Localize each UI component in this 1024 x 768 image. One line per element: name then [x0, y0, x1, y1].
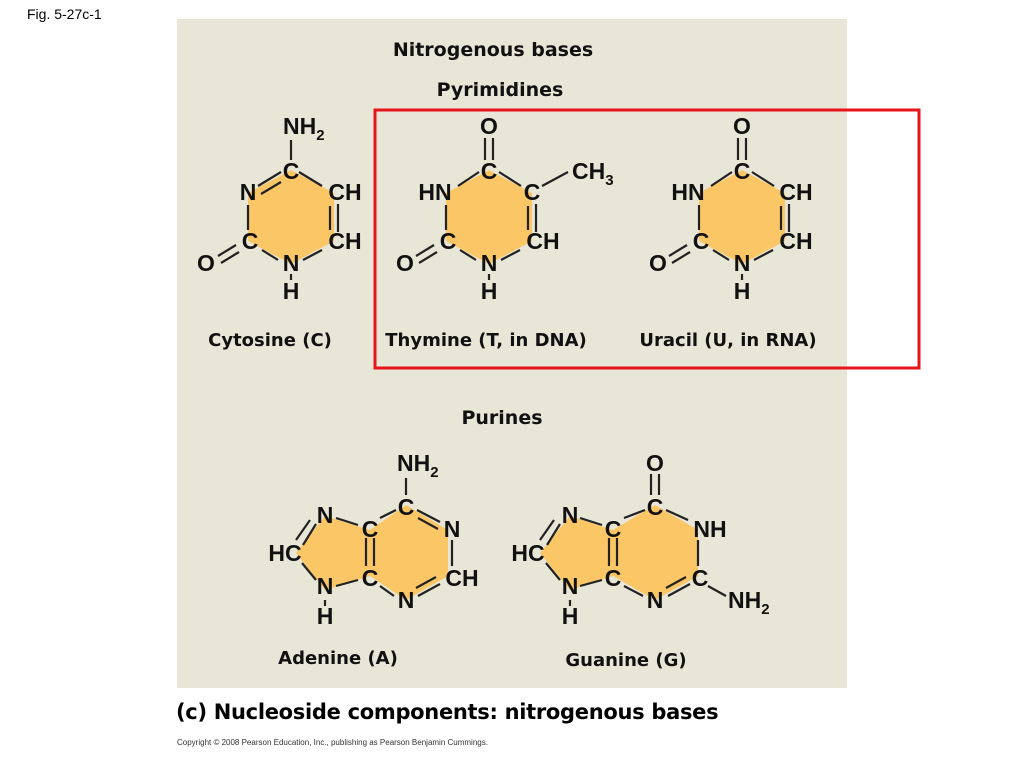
svg-text:C: C [692, 565, 709, 591]
guanine-five-ring [540, 516, 613, 590]
adenine-six-ring [370, 505, 448, 600]
svg-text:HC: HC [511, 540, 544, 566]
thymine-methyl: CH3 [572, 158, 614, 189]
cytosine-molecule: NH2 C N CH CH C O N H [197, 113, 362, 304]
adenine-five-ring [296, 516, 370, 590]
svg-text:C: C [362, 565, 379, 591]
svg-text:C: C [362, 516, 379, 542]
svg-text:C: C [647, 494, 664, 520]
cytosine-amine: NH2 [283, 113, 325, 144]
adenine-name: Adenine (A) [278, 648, 398, 669]
svg-text:CH: CH [779, 228, 812, 254]
svg-text:C: C [605, 565, 622, 591]
copyright-notice: Copyright © 2008 Pearson Education, Inc.… [177, 738, 488, 747]
svg-text:O: O [646, 450, 664, 476]
svg-text:N: N [444, 516, 461, 542]
svg-text:HN: HN [671, 179, 704, 205]
thymine-ring [446, 170, 532, 264]
svg-text:C: C [734, 158, 751, 184]
svg-text:CH: CH [328, 228, 361, 254]
svg-text:NH: NH [693, 516, 726, 542]
svg-text:N: N [562, 573, 579, 599]
svg-text:CH: CH [779, 179, 812, 205]
guanine-six-ring [613, 505, 698, 600]
svg-text:O: O [197, 250, 215, 276]
cytosine-ring [248, 170, 334, 264]
heading-pyrimidines: Pyrimidines [437, 79, 564, 101]
svg-text:CH: CH [526, 228, 559, 254]
svg-text:HC: HC [268, 540, 301, 566]
svg-text:N: N [317, 502, 334, 528]
svg-text:CH: CH [445, 565, 478, 591]
svg-text:N: N [562, 502, 579, 528]
svg-text:O: O [649, 250, 667, 276]
highlight-box [373, 108, 921, 370]
uracil-molecule: O C HN CH CH C O N H [649, 113, 813, 304]
svg-text:H: H [481, 278, 498, 304]
heading-nitrogenous-bases: Nitrogenous bases [393, 39, 593, 61]
svg-text:O: O [733, 113, 751, 139]
svg-text:N: N [283, 250, 300, 276]
svg-text:C: C [605, 516, 622, 542]
svg-text:C: C [524, 179, 541, 205]
adenine-amine: NH2 [397, 450, 439, 481]
svg-text:C: C [283, 158, 300, 184]
adenine-molecule: NH2 C C N N HC CH C N N H [268, 450, 478, 629]
guanine-name: Guanine (G) [565, 650, 686, 671]
svg-text:H: H [317, 603, 334, 629]
guanine-molecule: O C C NH N HC C C N N NH2 H [511, 450, 769, 629]
heading-purines: Purines [461, 407, 542, 429]
svg-text:HN: HN [418, 179, 451, 205]
thymine-molecule: O C CH3 HN C CH C O N H [396, 113, 614, 304]
svg-text:O: O [396, 250, 414, 276]
svg-text:CH: CH [328, 179, 361, 205]
svg-text:C: C [481, 158, 498, 184]
figure-caption: (c) Nucleoside components: nitrogenous b… [176, 700, 719, 724]
svg-text:H: H [283, 278, 300, 304]
svg-text:N: N [734, 250, 751, 276]
svg-text:C: C [398, 494, 415, 520]
svg-text:H: H [734, 278, 751, 304]
thymine-name: Thymine (T, in DNA) [385, 330, 587, 351]
svg-text:N: N [317, 573, 334, 599]
svg-text:C: C [693, 228, 710, 254]
guanine-amine: NH2 [728, 587, 770, 618]
figure-label: Fig. 5-27c-1 [27, 6, 102, 22]
svg-text:N: N [481, 250, 498, 276]
uracil-name: Uracil (U, in RNA) [639, 330, 816, 351]
cytosine-name: Cytosine (C) [208, 330, 332, 351]
svg-text:N: N [398, 587, 415, 613]
svg-text:H: H [562, 603, 579, 629]
svg-text:N: N [240, 179, 257, 205]
svg-text:C: C [440, 228, 457, 254]
svg-text:O: O [480, 113, 498, 139]
svg-text:C: C [242, 228, 259, 254]
diagram-panel [177, 19, 847, 688]
svg-text:N: N [647, 587, 664, 613]
uracil-ring [699, 170, 785, 264]
